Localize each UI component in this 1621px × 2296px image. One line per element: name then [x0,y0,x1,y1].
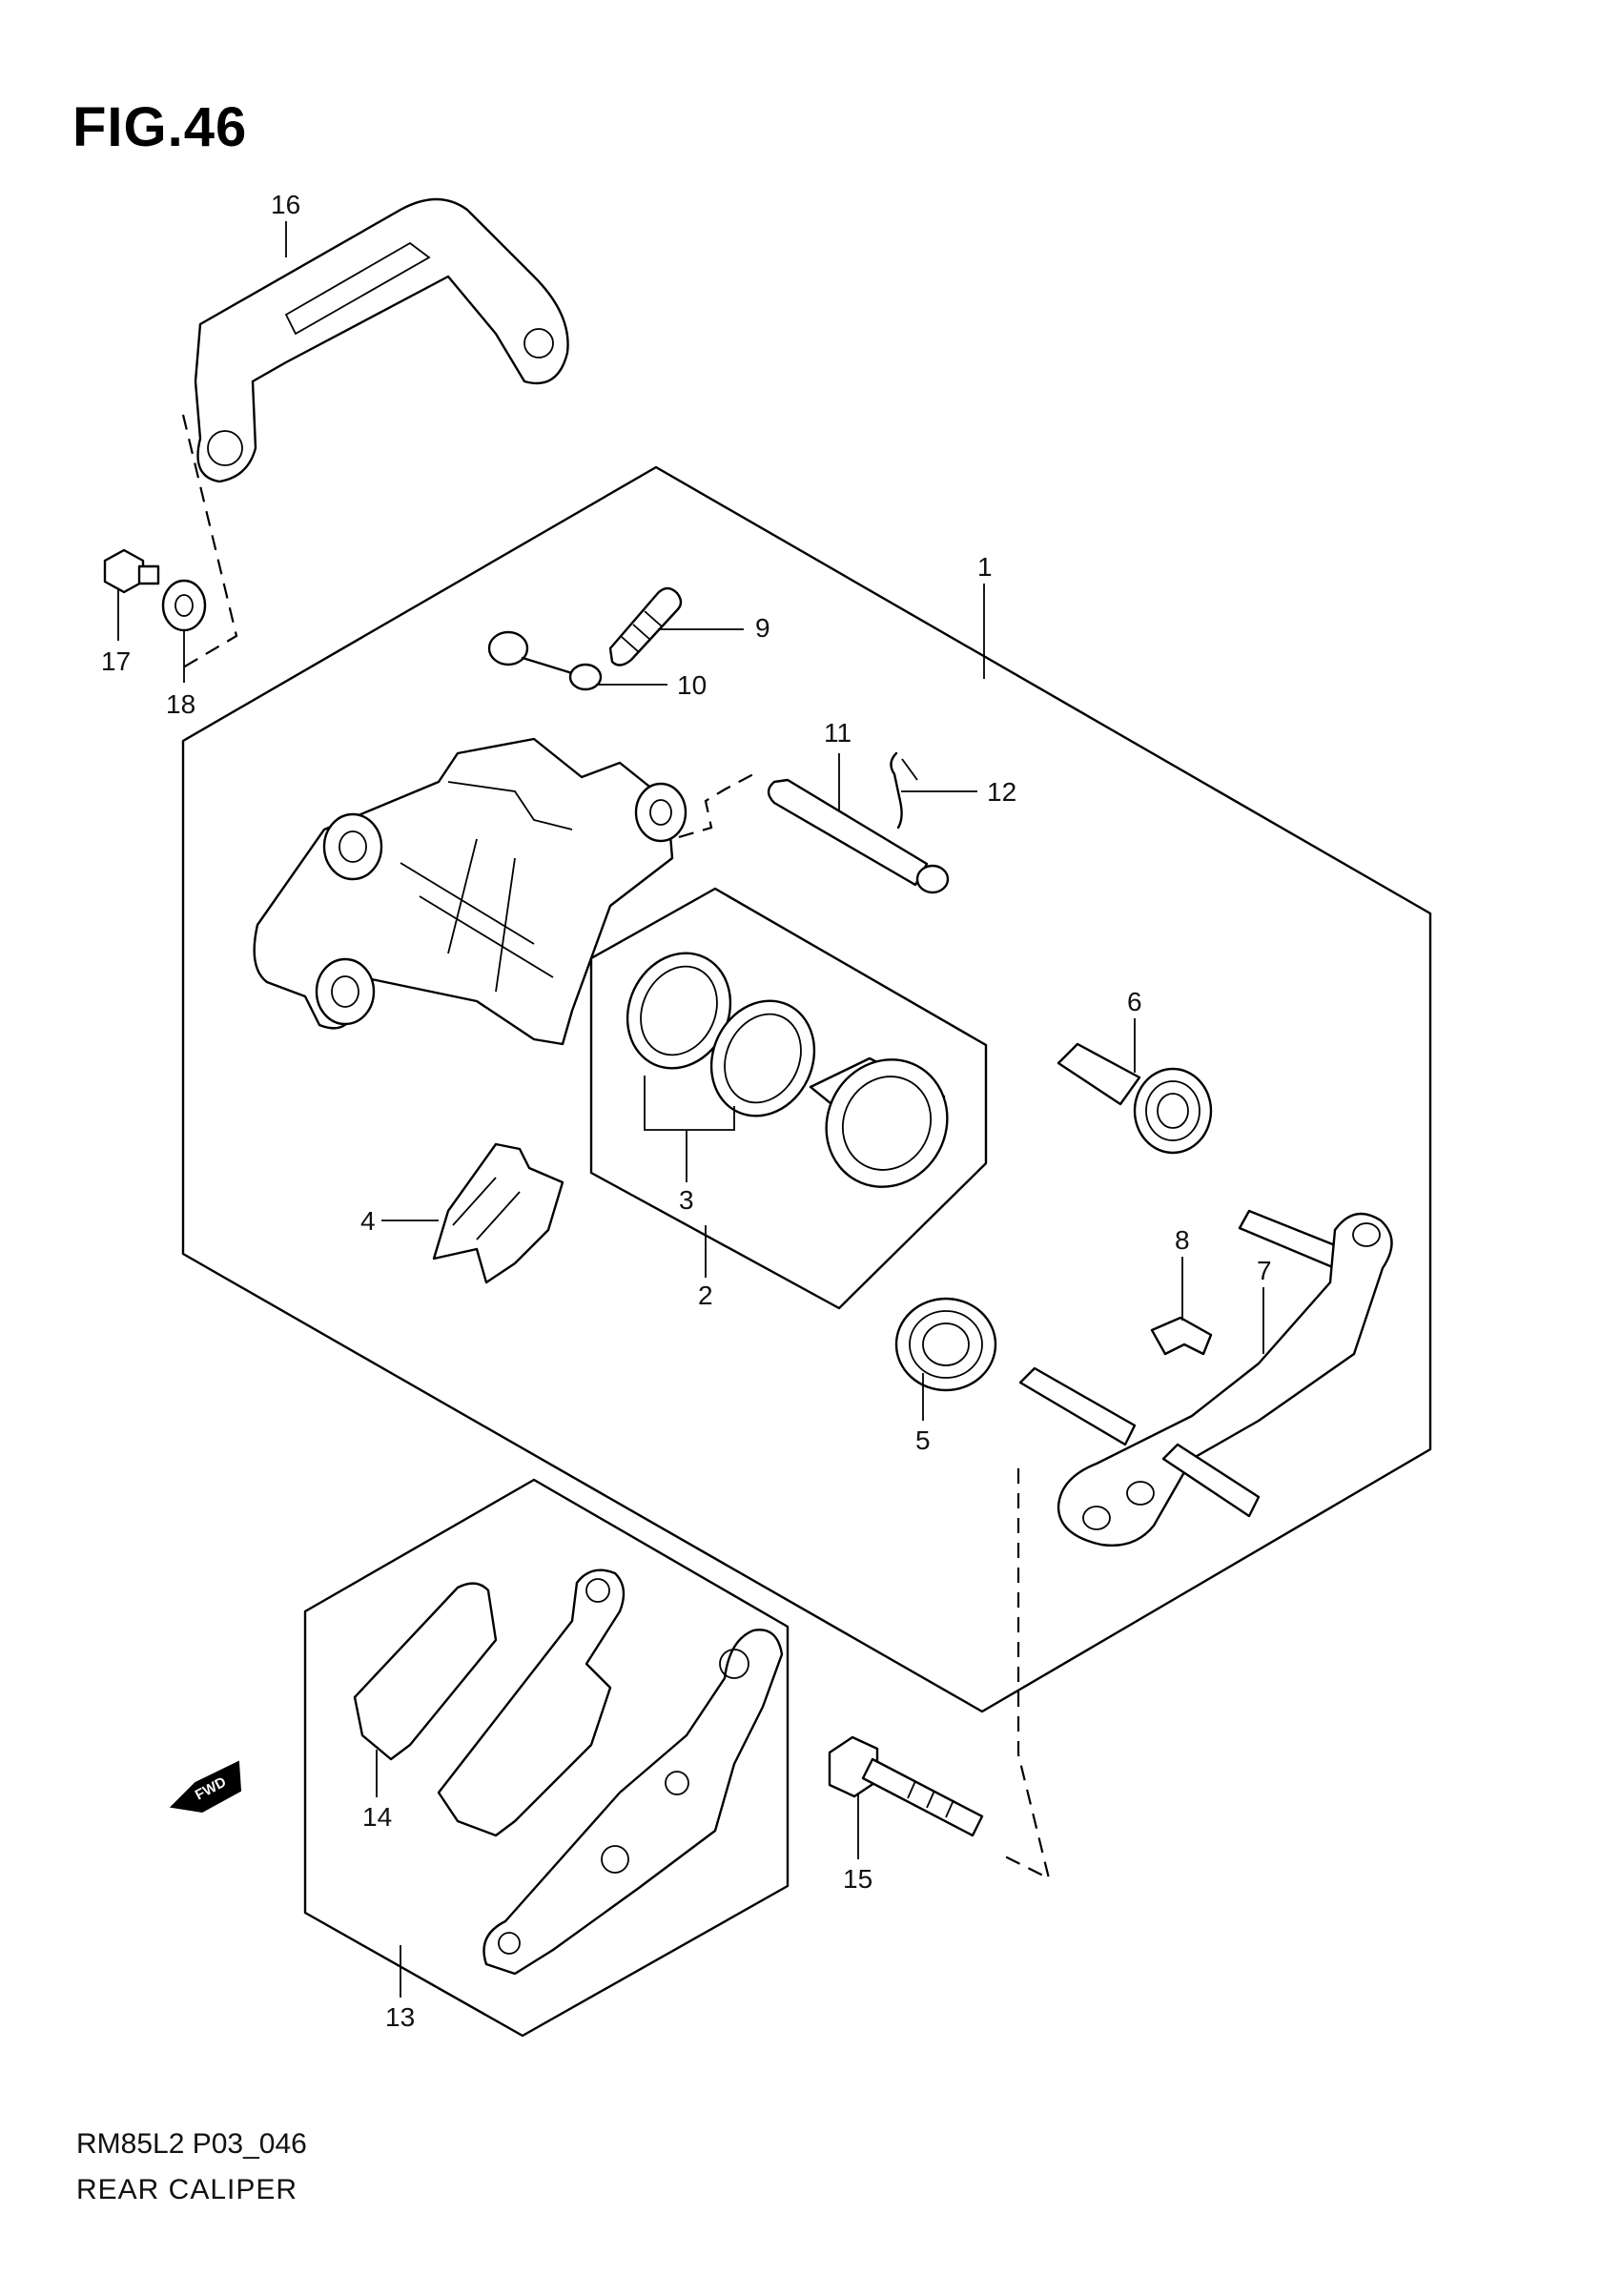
boot-part-6 [1057,1042,1213,1155]
bolt-part-17 [103,548,160,594]
callout-15: 15 [843,1864,872,1894]
group-boundary-caliper-assembly [181,465,1432,1713]
group-boundary-pad-set [303,1478,790,2038]
caliper-holder-part [1018,1209,1393,1547]
callout-6: 6 [1127,987,1142,1016]
callout-1: 1 [977,552,993,582]
caliper-body [253,737,687,1046]
callout-12: 12 [987,777,1016,807]
alignment-line-bolt [1000,1468,1051,1881]
alignment-line-caliper-pin [678,773,754,839]
pad-spring-part [432,1142,564,1284]
piston-seals-part [626,952,816,1131]
leader-lines [117,221,1264,1998]
callout-16: 16 [271,190,300,219]
callout-5: 5 [915,1425,931,1455]
model-code: RM85L2 P03_046 [76,2128,307,2160]
callout-18: 18 [166,689,195,719]
figure-name: REAR CALIPER [76,2174,298,2205]
callout-10: 10 [677,670,707,700]
caliper-bolt-part [828,1735,984,1837]
washer-part-18 [161,579,207,632]
callout-13: 13 [385,2002,415,2032]
pad-retainer-part [1150,1316,1213,1356]
callout-4: 4 [360,1206,376,1236]
callout-11: 11 [824,718,852,748]
callout-3: 3 [679,1185,694,1215]
callout-7: 7 [1257,1256,1272,1285]
bleeder-cap-part [487,630,603,691]
callout-8: 8 [1175,1225,1190,1255]
fwd-arrow-icon: FWD [169,1760,242,1814]
shim-part [353,1582,498,1761]
bleeder-valve-part [608,586,683,666]
brake-pad-2 [482,1629,784,1976]
callout-2: 2 [698,1281,713,1310]
brake-pad-1 [437,1568,626,1837]
slide-pin-part [767,778,950,894]
figure-title: FIG.46 [72,96,248,158]
clip-part [890,751,918,830]
callout-9: 9 [755,613,770,643]
group-boundary-piston-kit [589,887,988,1310]
caliper-bracket-part [194,197,569,483]
callout-17: 17 [101,646,131,676]
boot-part-5 [894,1297,997,1392]
piston-part [809,1056,949,1188]
callout-14: 14 [362,1802,392,1832]
alignment-line-bracket [181,414,238,668]
